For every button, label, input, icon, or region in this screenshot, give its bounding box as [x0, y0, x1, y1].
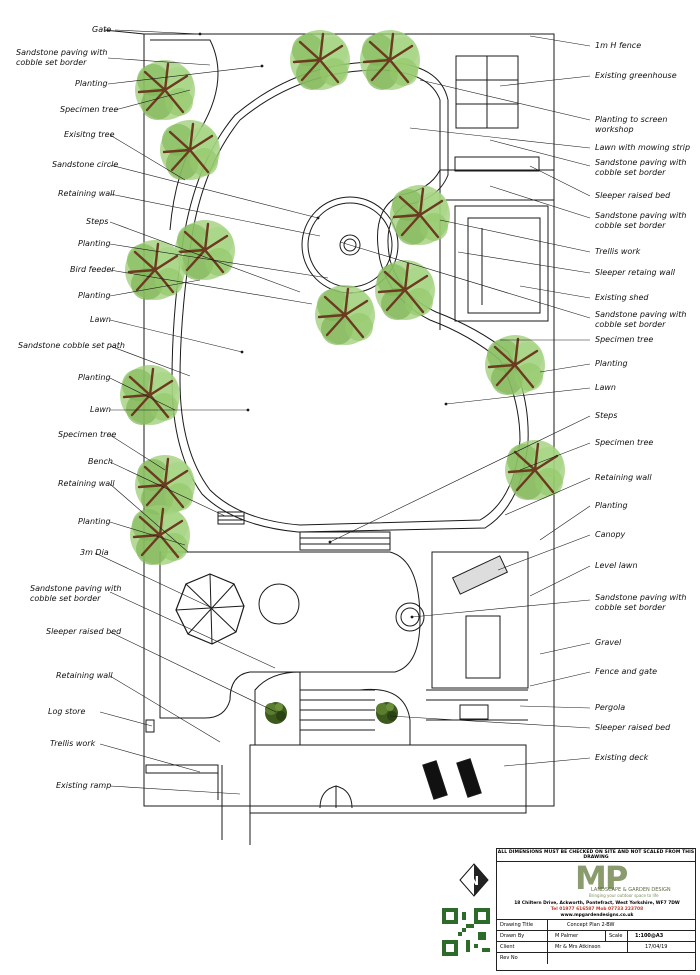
phone-line: Tel 01977 616587 Mob 07733 223708: [550, 907, 644, 912]
logo-subtitle: LANDSCAPE & GARDEN DESIGN: [591, 887, 671, 893]
label-existing-deck: Existing deck: [595, 753, 649, 762]
drawing-title-row: Drawing Title Concept Plan 2-BW: [497, 919, 695, 931]
label-sleeper-retaining-wall: Sleeper retaing wall: [595, 268, 676, 277]
label-specimen-tree: Specimen tree: [595, 335, 654, 344]
scale-label: Scale: [609, 933, 623, 939]
label-specimen-tree: Specimen tree: [58, 430, 117, 439]
label-trellis-work: Trellis work: [595, 247, 641, 256]
label-paving-cobble-border: Sandstone paving with cobble set border: [16, 48, 108, 67]
label-bird-feeder: Bird feeder: [70, 265, 115, 274]
label-paving-cobble-border: Sandstone paving with cobble set border: [595, 211, 687, 230]
label-pergola: Pergola: [595, 703, 626, 712]
drawn-by-row: Drawn By M Palmer Scale 1:100@A3: [497, 930, 695, 942]
scale-value: 1:100@A3: [635, 933, 664, 939]
north-label: N: [469, 874, 479, 888]
company-address: 18 Chiltern Drive, Ackworth, Pontefract,…: [499, 901, 695, 919]
label-paving-cobble-border: Sandstone paving with cobble set border: [595, 593, 687, 612]
label-retaining-wall: Retaining wall: [58, 479, 115, 488]
drawn-by-label: Drawn By: [500, 933, 525, 939]
label-steps: Steps: [595, 411, 618, 420]
drawing-date: 17/04/19: [645, 944, 668, 950]
label-specimen-tree: Specimen tree: [595, 438, 654, 447]
label-specimen-tree: Specimen tree: [60, 105, 119, 114]
label-cobble-set-path: Sandstone cobble set path: [18, 341, 125, 350]
drawing-title-label: Drawing Title: [500, 922, 534, 928]
label-existing-tree: Exisitng tree: [64, 130, 115, 139]
label-planting: Planting: [595, 501, 628, 510]
label-existing-ramp: Existing ramp: [56, 781, 112, 790]
scale-warning-note: ALL DIMENSIONS MUST BE CHECKED ON SITE A…: [497, 850, 695, 862]
label-fence: 1m H fence: [595, 41, 642, 50]
label-planting: Planting: [78, 291, 111, 300]
label-lawn: Lawn: [90, 405, 111, 414]
label-lawn: Lawn: [90, 315, 111, 324]
label-canopy: Canopy: [595, 530, 626, 539]
address-line: 18 Chiltern Drive, Ackworth, Pontefract,…: [514, 901, 680, 906]
website-link[interactable]: www.mpgardendesigns.co.uk: [560, 913, 634, 918]
trees: [118, 28, 567, 567]
title-block: ALL DIMENSIONS MUST BE CHECKED ON SITE A…: [496, 848, 696, 971]
label-sleeper-raised-bed: Sleeper raised bed: [595, 723, 671, 732]
label-3m-dia: 3m Dia: [80, 548, 109, 557]
label-trellis-work: Trellis work: [50, 739, 96, 748]
label-planting: Planting: [75, 79, 108, 88]
label-sleeper-raised-bed: Sleeper raised bed: [46, 627, 122, 636]
label-planting: Planting: [78, 239, 111, 248]
label-existing-shed: Existing shed: [595, 293, 649, 302]
client-row: Client Mr & Mrs Atkinson 17/04/19: [497, 941, 695, 953]
label-level-lawn: Level lawn: [595, 561, 638, 570]
label-existing-greenhouse: Existing greenhouse: [595, 71, 677, 80]
company-logo: MP LANDSCAPE & GARDEN DESIGN Bringing yo…: [549, 859, 679, 899]
qr-code-icon: [442, 908, 490, 956]
logo-mark: MP: [575, 859, 628, 897]
label-retaining-wall: Retaining wall: [56, 671, 113, 680]
label-planting: Planting: [78, 517, 111, 526]
label-log-store: Log store: [48, 707, 86, 716]
rev-label: Rev No: [500, 955, 518, 961]
label-gravel: Gravel: [595, 638, 622, 647]
label-steps: Steps: [86, 217, 109, 226]
logo-tagline: Bringing your outdoor space to life: [589, 893, 659, 898]
label-bench: Bench: [88, 457, 113, 466]
drawing-title: Concept Plan 2-BW: [567, 922, 615, 928]
label-sleeper-raised-bed: Sleeper raised bed: [595, 191, 671, 200]
label-paving-cobble-border: Sandstone paving with cobble set border: [30, 584, 122, 603]
client-label: Client: [500, 944, 515, 950]
label-planting: Planting: [595, 359, 628, 368]
rev-row: Rev No: [497, 952, 695, 964]
label-fence-and-gate: Fence and gate: [595, 667, 658, 676]
label-sandstone-circle: Sandstone circle: [52, 160, 119, 169]
north-arrow-icon: N: [459, 863, 489, 897]
label-planting-screen-workshop: Planting to screen workshop: [595, 115, 668, 134]
label-lawn-mowing-strip: Lawn with mowing strip: [595, 143, 691, 152]
label-paving-cobble-border: Sandstone paving with cobble set border: [595, 310, 687, 329]
label-planting: Planting: [78, 373, 111, 382]
label-retaining-wall: Retaining wall: [58, 189, 115, 198]
drawn-by: M Palmer: [555, 933, 579, 939]
label-retaining-wall: Retaining wall: [595, 473, 652, 482]
label-paving-cobble-border: Sandstone paving with cobble set border: [595, 158, 687, 177]
label-lawn: Lawn: [595, 383, 616, 392]
client-name: Mr & Mrs Atkinson: [555, 944, 601, 950]
label-gate: Gate: [92, 25, 112, 34]
